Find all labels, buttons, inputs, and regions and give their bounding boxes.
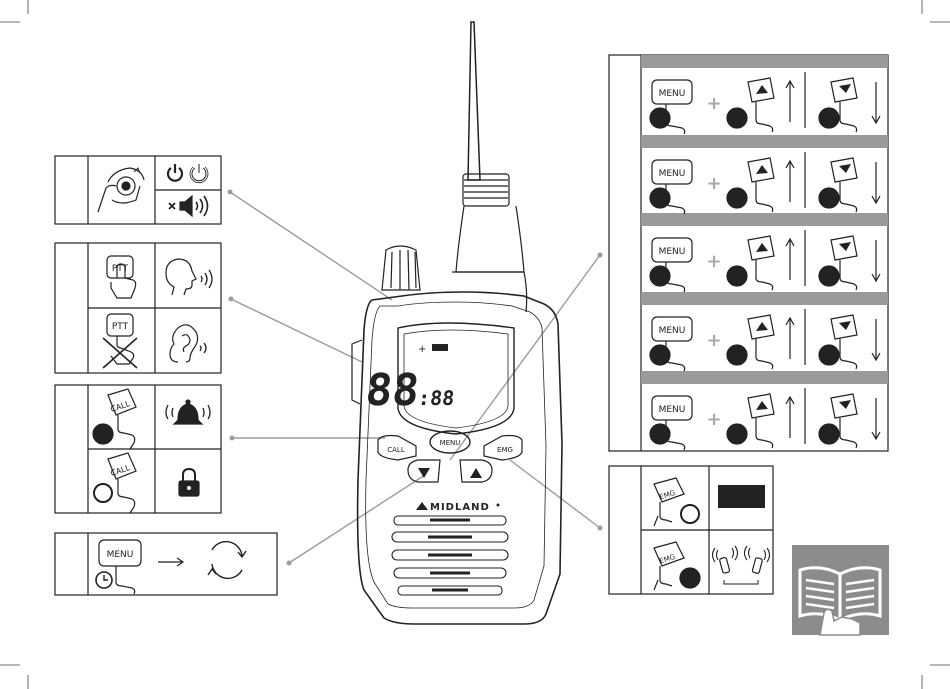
radio-menu-label: MENU xyxy=(440,439,461,447)
lcd-digits: 88 xyxy=(363,365,421,416)
menu-key-label: MENU xyxy=(107,550,134,560)
menu-row-key-label: MENU xyxy=(659,89,686,99)
panel-emergency: EMG EMG xyxy=(609,466,773,594)
plus-sign: + xyxy=(706,173,721,194)
plus-sign: + xyxy=(706,330,721,351)
plus-sign: + xyxy=(706,251,721,272)
ptt-press-icon: PTT xyxy=(107,256,136,298)
emg-short-press-icon: EMG xyxy=(654,478,699,526)
menu-row: MENU + xyxy=(650,309,880,371)
volume-knob xyxy=(382,246,420,290)
power-off-icon xyxy=(190,164,208,183)
head-speaking-icon xyxy=(166,259,212,295)
down-key-press-icon xyxy=(819,158,880,212)
down-key-press-icon xyxy=(819,394,880,448)
menu-row-key-label: MENU xyxy=(659,405,686,415)
radio-call-label: CALL xyxy=(387,446,405,454)
lcd-plus: + xyxy=(418,344,426,355)
plus-sign: + xyxy=(706,409,721,430)
lcd-display: 88 :88 + xyxy=(363,323,514,434)
call-key-label: CALL xyxy=(109,399,131,414)
cycle-arrows-icon xyxy=(208,542,246,579)
menu-press-timer-icon: MENU xyxy=(96,540,141,594)
power-icon xyxy=(168,164,182,181)
ptt-release-label: PTT xyxy=(112,322,129,332)
menu-press-icon: MENU xyxy=(650,80,692,134)
speaker-grille xyxy=(392,516,508,595)
bell-icon xyxy=(166,400,210,424)
up-key-press-icon xyxy=(727,315,794,369)
call-press-long-icon: CALL xyxy=(93,389,136,449)
down-key-press-icon xyxy=(819,315,880,369)
panel-ptt: PTT PTT xyxy=(55,243,221,373)
ear-icon xyxy=(170,325,206,362)
side-ptt-button xyxy=(352,340,362,404)
emg-display-bar-icon xyxy=(718,485,765,508)
menu-row: MENU + xyxy=(650,72,880,134)
menu-press-icon: MENU xyxy=(650,396,692,450)
padlock-icon xyxy=(179,469,199,496)
brand-name: MIDLAND xyxy=(430,502,490,513)
radio-emg-label: EMG xyxy=(497,446,513,454)
up-key-press-icon xyxy=(727,158,794,212)
arrow-right-icon xyxy=(158,558,183,566)
call-press-short-icon: CALL xyxy=(94,453,136,513)
up-key-press-icon xyxy=(727,236,794,290)
lcd-small-digits: :88 xyxy=(417,386,456,410)
menu-row: MENU + xyxy=(650,152,880,214)
speaker-mute-volume-icon xyxy=(169,196,208,216)
menu-row-key-label: MENU xyxy=(659,247,686,257)
up-key-press-icon xyxy=(727,78,794,132)
walkie-talkie-icon xyxy=(713,546,770,584)
menu-row: MENU + xyxy=(650,388,880,450)
brand-logo: MIDLAND xyxy=(416,502,490,513)
menu-press-icon: MENU xyxy=(650,238,692,292)
down-key-press-icon xyxy=(819,236,880,290)
call-key-label-2: CALL xyxy=(109,463,131,478)
panel-power-volume xyxy=(55,156,221,224)
menu-press-icon: MENU xyxy=(650,317,692,371)
up-key-press-icon xyxy=(727,394,794,448)
panel-menu-cycle: MENU xyxy=(55,533,277,595)
menu-rows: MENU + MENU + MENU + MENU + MENU + xyxy=(650,72,880,450)
manual-book-icon xyxy=(792,545,889,635)
antenna xyxy=(456,22,524,272)
ptt-release-icon: PTT xyxy=(103,314,137,368)
hand-turning-knob-icon xyxy=(98,168,144,212)
menu-row: MENU + xyxy=(650,230,880,292)
down-key-press-icon xyxy=(819,78,880,132)
radio-keys: MENU CALL EMG xyxy=(378,431,522,482)
emg-long-press-icon: EMG xyxy=(654,542,700,590)
panel-call: CALL CALL xyxy=(55,385,221,513)
menu-row-key-label: MENU xyxy=(659,326,686,336)
plus-sign: + xyxy=(706,93,721,114)
menu-row-key-label: MENU xyxy=(659,169,686,179)
menu-press-icon: MENU xyxy=(650,160,692,214)
ptt-key-label: PTT xyxy=(112,264,129,274)
radio-device: 88 :88 + MENU CALL EMG MIDLAND xyxy=(352,22,562,624)
